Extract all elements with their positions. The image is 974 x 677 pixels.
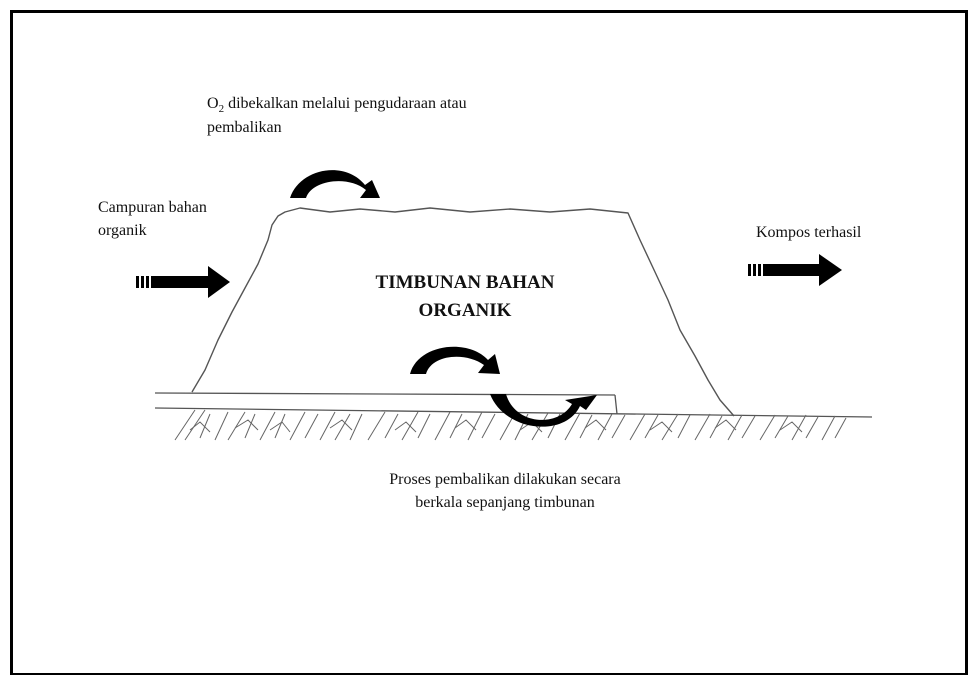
input-material-label-line2: organik [98, 222, 147, 239]
ground-top-line [154, 392, 616, 396]
output-compost-label: Kompos terhasil [756, 224, 862, 241]
pile-title-line2: ORGANIK [418, 300, 512, 321]
compost-pile-outline [191, 207, 735, 417]
curved-arrow-icon [410, 346, 500, 374]
turning-process-label: Proses pembalikan dilakukan secara [389, 471, 621, 488]
diagram-frame [10, 10, 968, 675]
pile-title: TIMBUNAN BAHAN [375, 272, 555, 293]
right-arrow-icon [136, 266, 230, 298]
ground-step [614, 394, 618, 415]
input-material-label: Campuran bahan [98, 199, 207, 216]
curved-arrow-icon [490, 394, 597, 427]
right-arrow-icon [748, 254, 842, 286]
turning-process-label-line2: berkala sepanjang timbunan [415, 494, 595, 511]
curved-arrow-icon [290, 170, 380, 198]
oxygen-supply-label-line2: pembalikan [207, 119, 282, 136]
oxygen-supply-label: O2 dibekalkan melalui pengudaraan atau [207, 95, 467, 116]
